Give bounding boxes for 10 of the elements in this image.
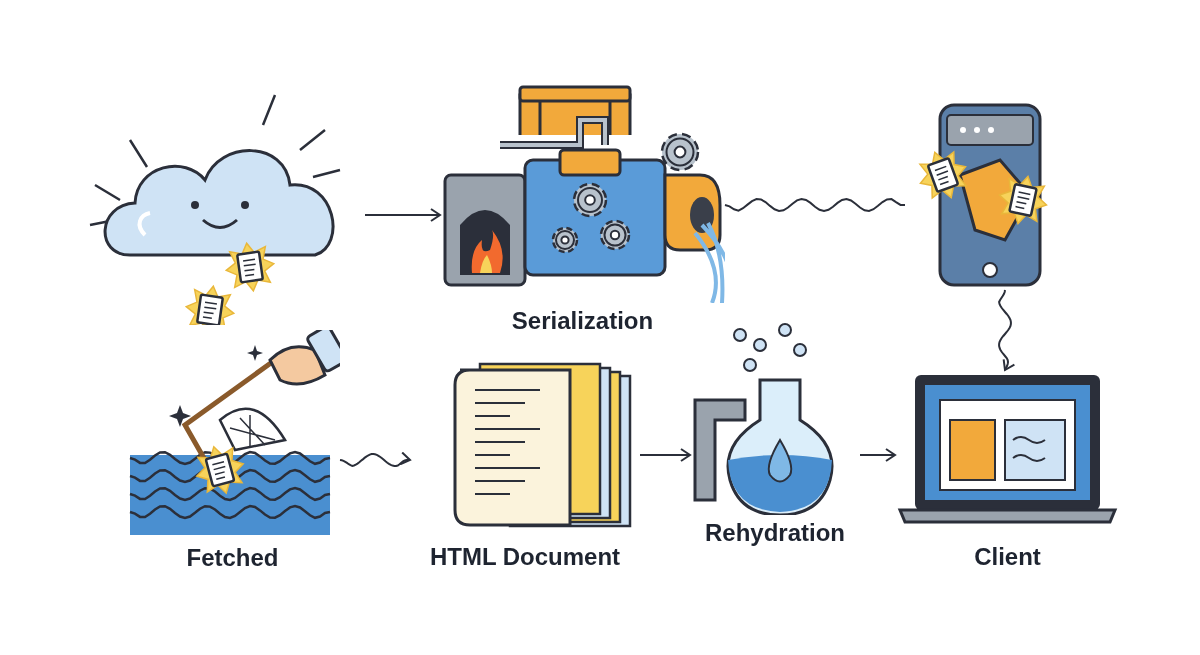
- arrow: [859, 448, 896, 462]
- node-label: Client: [974, 543, 1041, 571]
- arrow: [639, 448, 691, 462]
- node-label: Rehydration: [705, 519, 845, 547]
- node-label: Fetched: [186, 544, 279, 572]
- arrow: [364, 208, 441, 222]
- node-label: Serialization: [511, 307, 654, 335]
- wavy-arrow: [998, 289, 1016, 371]
- node-label: HTML Document: [429, 543, 621, 571]
- wavy-arrow: [339, 451, 411, 467]
